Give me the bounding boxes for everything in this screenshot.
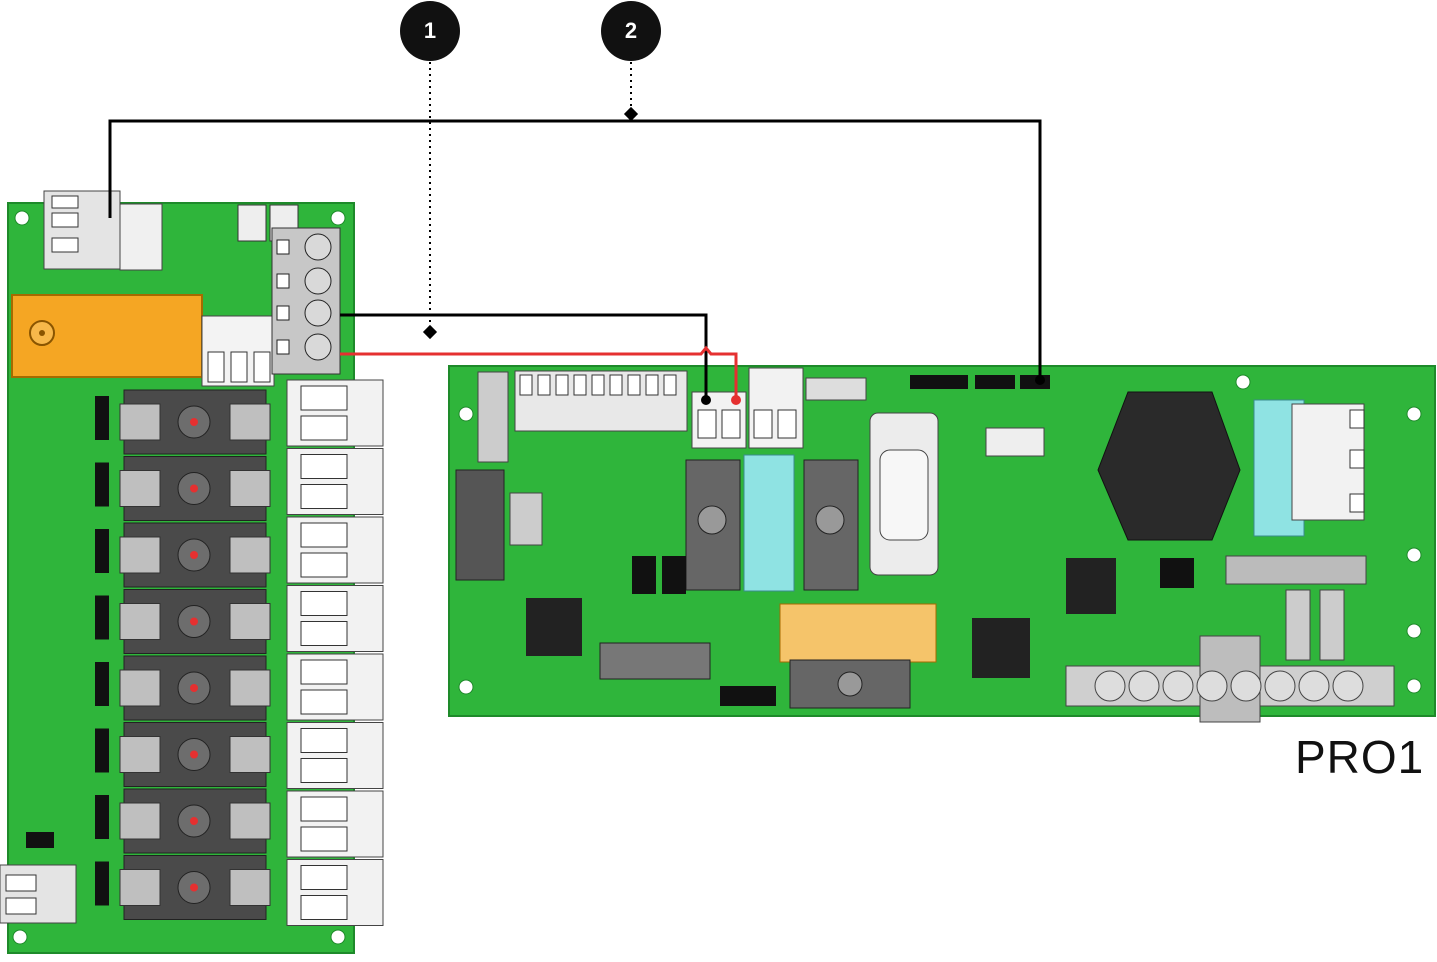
output-terminal-slot-b: [300, 689, 348, 715]
output-terminal-slot-b: [300, 484, 348, 509]
output-terminal-slot-a: [300, 591, 348, 616]
output-terminal-slot-b: [300, 415, 348, 441]
bottom-connector-pin: [1332, 670, 1364, 702]
bottom-connector-pin: [1264, 670, 1296, 702]
output-terminal-slot-a: [300, 522, 348, 548]
relay-row-led: [190, 750, 198, 759]
relay-row-header: [95, 861, 109, 906]
relay-row-header: [95, 795, 109, 839]
board-label: PRO1: [1295, 731, 1425, 783]
output-terminal-slot-a: [300, 659, 348, 685]
relay-row-left-lug: [119, 736, 161, 773]
output-terminal-slot-a: [300, 728, 348, 753]
output-terminal-slot-a: [300, 865, 348, 890]
relay-expansion-board-icon: [0, 190, 384, 954]
output-terminal-slot-b: [300, 758, 348, 783]
relay-row-right-lug: [229, 669, 271, 707]
output-terminal-slot-a: [300, 454, 348, 479]
relay-row-led: [190, 484, 198, 493]
pro1-controller-board-icon: [448, 365, 1436, 723]
callout-label-2: 2: [624, 18, 638, 43]
relay-row-right-lug: [229, 403, 271, 441]
relay-row-header: [95, 728, 109, 773]
relay-row-right-lug: [229, 470, 271, 507]
wire-1-red: [340, 345, 738, 400]
callout-label-1: 1: [423, 18, 437, 43]
relay-row-led: [190, 817, 198, 825]
callout-marker-1: 1: [400, 1, 460, 61]
output-terminal-slot-b: [300, 621, 348, 646]
bottom-connector-pin: [1196, 670, 1228, 702]
relay-row-left-lug: [119, 536, 161, 574]
bottom-connector-pin: [1230, 670, 1262, 702]
relay-row-right-lug: [229, 736, 271, 773]
bottom-connector-pin: [1094, 670, 1126, 702]
relay-row-right-lug: [229, 603, 271, 640]
relay-row-led: [190, 883, 198, 892]
relay-row-left-lug: [119, 403, 161, 441]
output-terminal-slot-a: [300, 385, 348, 411]
output-terminal-slot-b: [300, 895, 348, 920]
relay-row-left-lug: [119, 470, 161, 507]
relay-row-led: [190, 418, 198, 426]
output-terminal-slot-b: [300, 826, 348, 852]
bottom-connector-pin: [1162, 670, 1194, 702]
wire-2: [108, 119, 1042, 380]
wires: [108, 62, 1045, 405]
callout-marker-2: 2: [601, 1, 661, 61]
relay-row-header: [95, 662, 109, 706]
relay-row-right-lug: [229, 802, 271, 840]
relay-row-header: [95, 595, 109, 640]
output-terminals: [286, 379, 384, 926]
relay-row-right-lug: [229, 536, 271, 574]
relay-row-left-lug: [119, 669, 161, 707]
bottom-connector-pin: [1128, 670, 1160, 702]
relay-row-header: [95, 396, 109, 440]
relay-row-led: [190, 551, 198, 559]
relay-rows: [95, 389, 271, 920]
relay-row-left-lug: [119, 603, 161, 640]
relay-row-left-lug: [119, 869, 161, 906]
relay-row-header: [95, 462, 109, 507]
relay-row-led: [190, 684, 198, 692]
relay-row-left-lug: [119, 802, 161, 840]
bottom-connector-pin: [1298, 670, 1330, 702]
relay-row-led: [190, 617, 198, 626]
relay-row-header: [95, 529, 109, 573]
relay-row-right-lug: [229, 869, 271, 906]
output-terminal-slot-b: [300, 552, 348, 578]
wire-1-black: [340, 313, 708, 400]
output-terminal-slot-a: [300, 796, 348, 822]
